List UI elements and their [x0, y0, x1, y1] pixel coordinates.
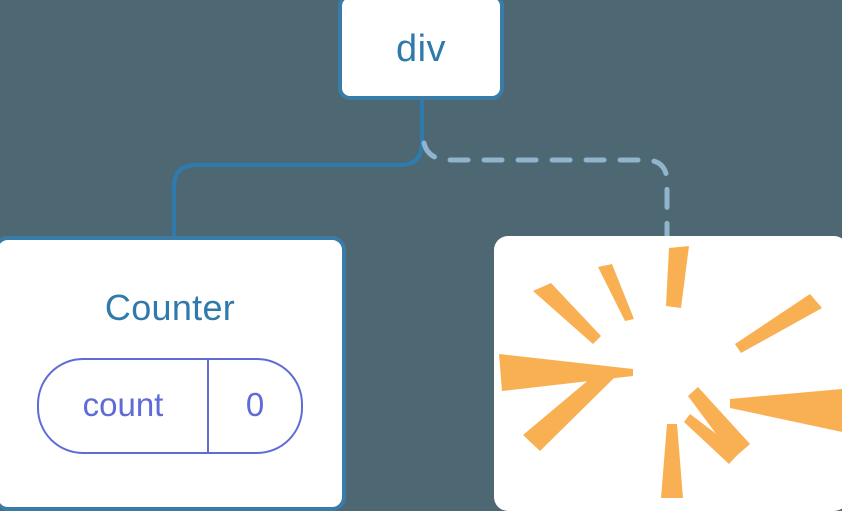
node-div[interactable]: div: [338, 0, 504, 100]
ray-se: [688, 387, 750, 458]
ray-nne: [684, 414, 740, 464]
state-pill[interactable]: count 0: [37, 358, 303, 454]
sparkle-burst-icon: [499, 246, 842, 498]
ray-e: [730, 389, 842, 432]
ray-w: [499, 354, 633, 391]
ray-nnw: [598, 264, 634, 321]
ray-sw: [523, 367, 614, 451]
node-render-flash[interactable]: [494, 236, 842, 511]
ray-n: [666, 246, 689, 308]
node-counter-label: Counter: [104, 287, 236, 328]
node-div-label: div: [395, 28, 447, 70]
edge-div-to-counter: [172, 98, 424, 242]
ray-ene: [735, 294, 822, 353]
state-value: 0: [207, 360, 301, 452]
node-counter[interactable]: Counter count 0: [0, 236, 346, 511]
state-key: count: [82, 386, 164, 423]
ray-s: [661, 424, 683, 498]
edge-div-to-render: [421, 140, 670, 243]
ray-nw: [533, 283, 601, 344]
